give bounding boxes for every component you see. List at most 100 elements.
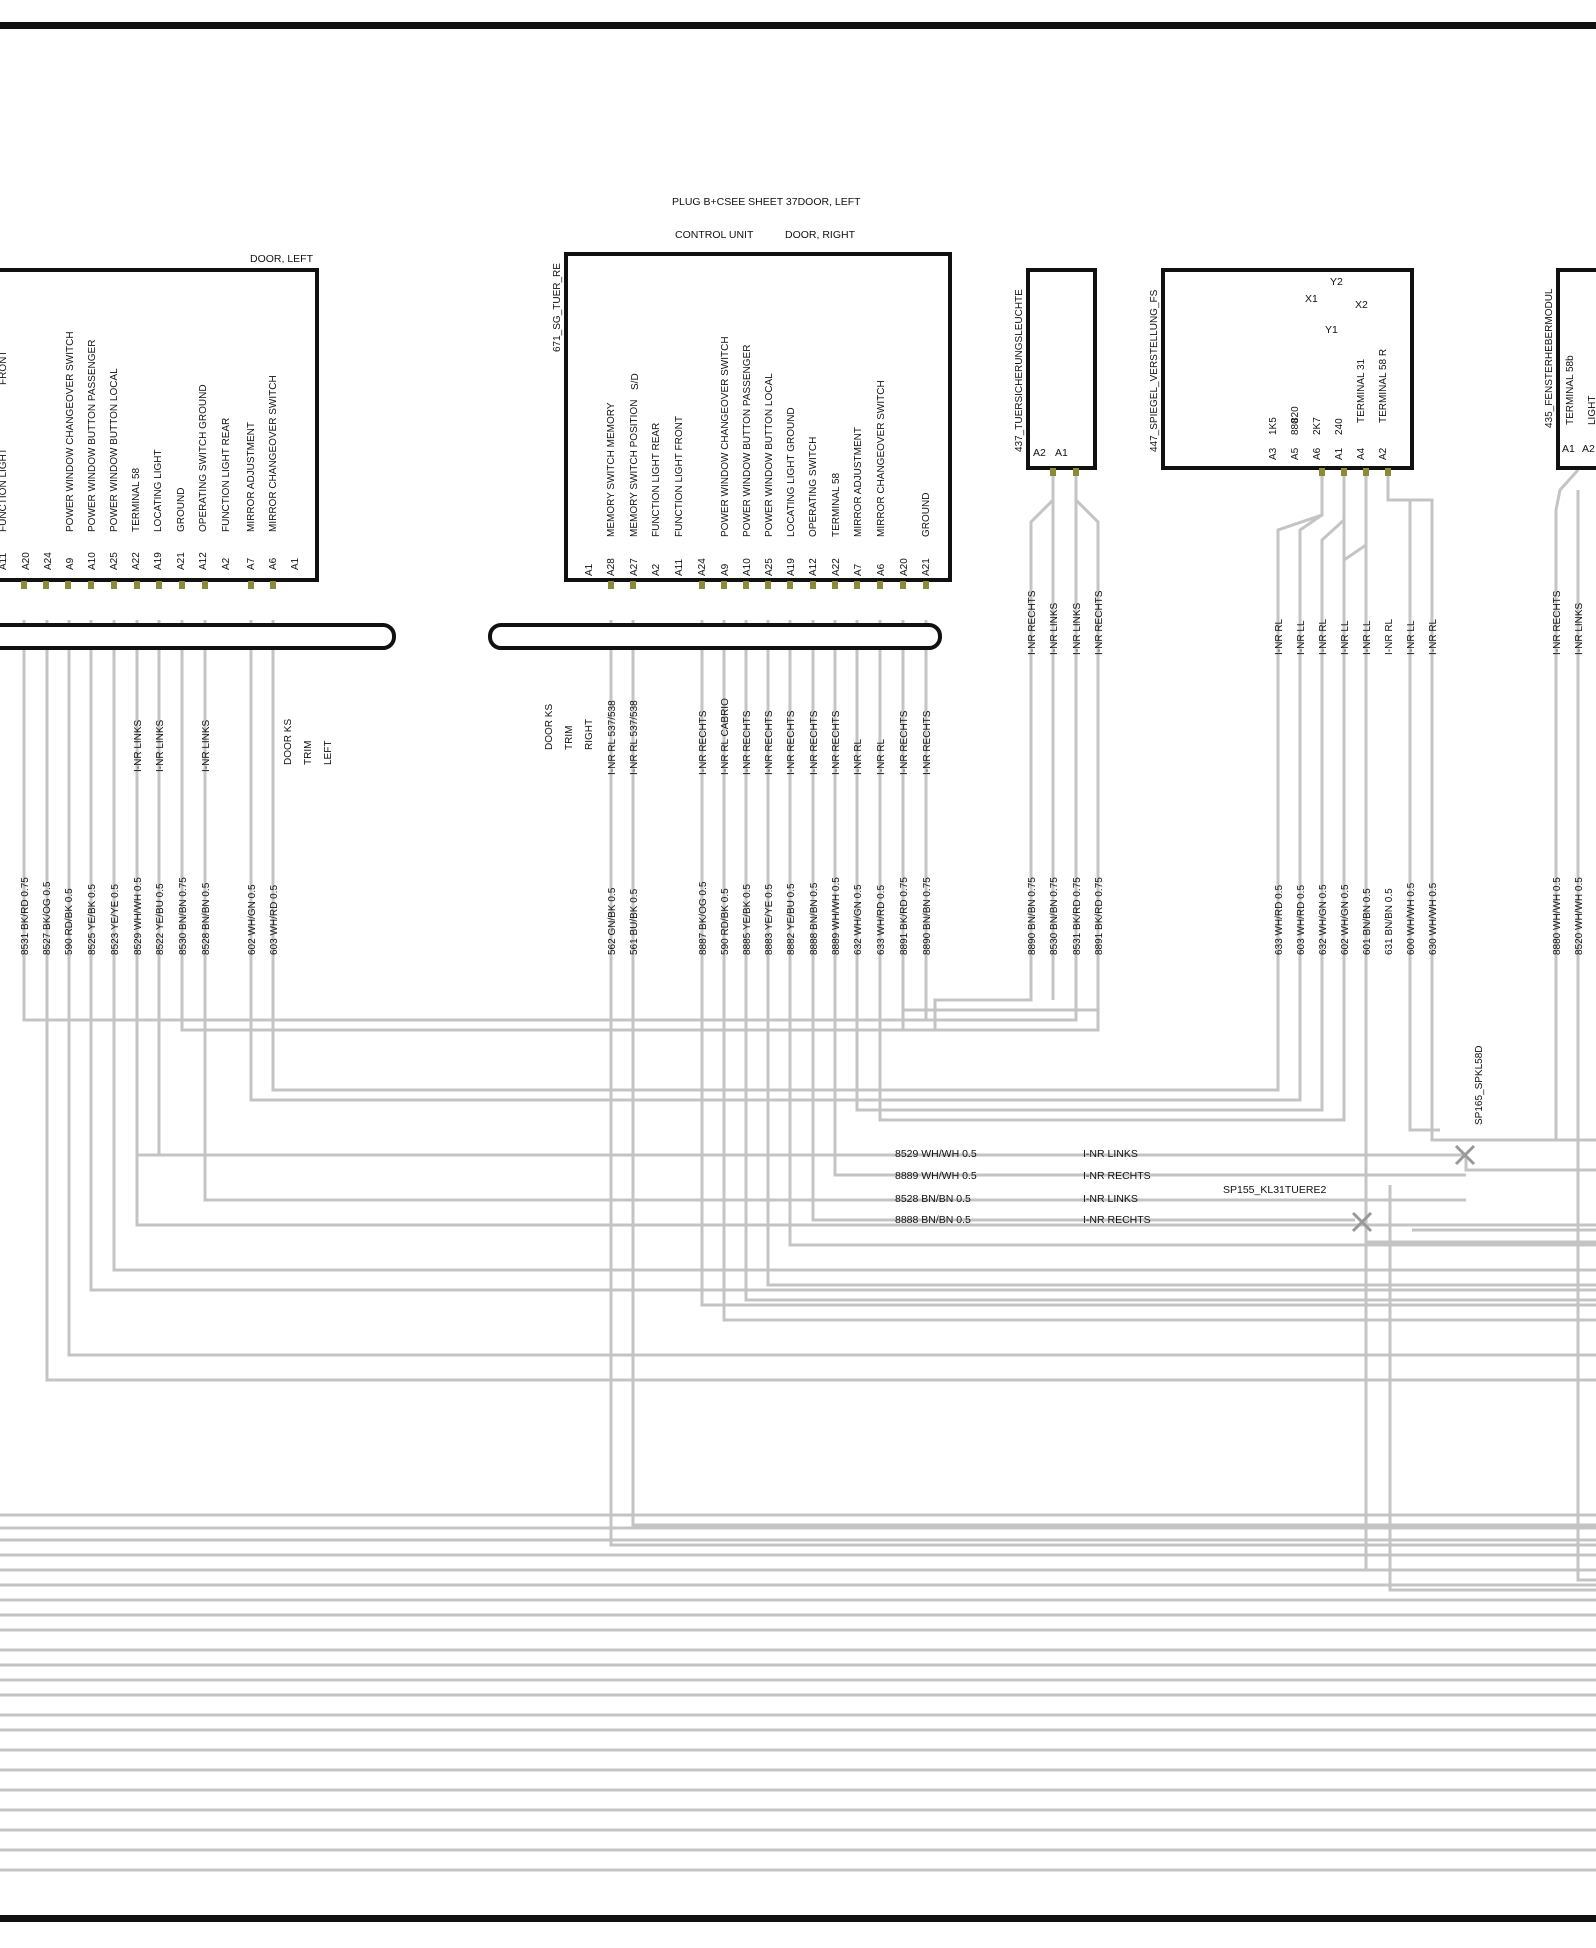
right-pin-A25: A25	[764, 558, 775, 576]
left-pin-label: POWER WINDOW BUTTON LOCAL	[109, 368, 120, 532]
mirror-wire	[1388, 498, 1596, 1142]
left-pin-A20: A20	[21, 552, 32, 570]
wire-label: 8888 BN/BN 0.5	[809, 882, 820, 955]
splice-table-wire: 8888 BN/BN 0.5	[895, 1214, 971, 1226]
route-label: I-NR LL	[1296, 620, 1307, 655]
wire-route	[609, 620, 1596, 1547]
window-module-label: LIGHT	[1587, 396, 1596, 425]
right-pin-A22: A22	[831, 558, 842, 576]
right-pin-A11: A11	[674, 559, 685, 576]
mirror-pin: A6	[1312, 447, 1323, 460]
right-pin-terminal	[877, 581, 883, 589]
mirror-tag: X2	[1355, 299, 1368, 311]
left-pin-A1: A1	[290, 557, 301, 570]
route-label: I-NR RECHTS	[1552, 590, 1563, 655]
left-pin-terminal	[156, 581, 162, 589]
route-label: I-NR LL	[1362, 620, 1373, 655]
wire-label: 601 BN/BN 0.5	[1362, 888, 1373, 955]
splice-sp165-label: SP165_SPKL58D	[1474, 1045, 1485, 1125]
wire-label: 8527 BK/OG 0.5	[42, 881, 53, 955]
right-pin-terminal	[810, 581, 816, 589]
right-pin-terminal	[923, 581, 929, 589]
wire-label: 600 WH/WH 0.5	[1406, 882, 1417, 955]
wire-label: 603 WH/RD 0.5	[269, 885, 280, 955]
wire-label: 8887 BK/OG 0.5	[698, 881, 709, 955]
right-unit-extra: S/D	[630, 373, 641, 390]
mirror-pin-terminal	[1385, 468, 1391, 476]
wire-label: 8522 YE/BU 0.5	[155, 883, 166, 955]
route-label: I-NR LINKS	[1049, 602, 1060, 655]
right-pin-A7: A7	[853, 563, 864, 576]
route-label: I-NR RL	[1384, 618, 1395, 655]
right-pin-A9: A9	[720, 563, 731, 576]
right-unit-name: 671_SG_TUER_RE	[552, 263, 563, 352]
harness-bundle-left	[0, 623, 396, 650]
wire-label: 8530 BN/BN 0.75	[1049, 877, 1060, 955]
splice-table-route: I-NR RECHTS	[1083, 1170, 1151, 1182]
route-label: I-NR RECHTS	[809, 710, 820, 775]
window-module-pin: A2	[1582, 443, 1595, 455]
right-pin-terminal	[699, 581, 705, 589]
right-pin-A28: A28	[606, 558, 617, 576]
right-pin-terminal	[630, 581, 636, 589]
route-label: I-NR LINKS	[155, 719, 166, 772]
right-pin-terminal	[787, 581, 793, 589]
lamp-wire	[180, 476, 1055, 1032]
wire-label: 603 WH/RD 0.5	[1296, 885, 1307, 955]
mirror-pin: A2	[1378, 447, 1389, 460]
left-pin-A7: A7	[246, 557, 257, 570]
right-pin-terminal	[765, 581, 771, 589]
wire-label: 8531 BK/RD 0.75	[20, 877, 31, 955]
lamp-wire	[22, 500, 1078, 1022]
wire-label: 8889 WH/WH 0.5	[831, 877, 842, 955]
right-pin-label: TERMINAL 58	[831, 472, 842, 537]
right-pin-label: MEMORY SWITCH MEMORY	[606, 402, 617, 537]
right-pin-A19: A19	[786, 558, 797, 576]
right-pin-label: FUNCTION LIGHT FRONT	[674, 416, 685, 537]
left-pin-label: MIRROR ADJUSTMENT	[246, 422, 257, 532]
wire-route	[788, 620, 1596, 1247]
right-pin-A21: A21	[921, 558, 932, 576]
left-pin-label: OPERATING SWITCH GROUND	[198, 384, 209, 532]
wire-route	[833, 620, 1466, 1177]
route-label: I-NR RECHTS	[764, 710, 775, 775]
left-pin-label: POWER WINDOW BUTTON PASSENGER	[87, 340, 98, 532]
wire-label: 8529 WH/WH 0.5	[133, 877, 144, 955]
left-pin-terminal	[179, 581, 185, 589]
wire-label: 590 RD/BK 0.5	[64, 888, 75, 955]
right-pin-terminal	[854, 581, 860, 589]
right-pin-A24: A24	[697, 558, 708, 576]
mirror-tag: X1	[1305, 293, 1318, 305]
control-unit-label: CONTROL UNIT	[675, 229, 754, 241]
door-trim-right-note: RIGHT	[584, 719, 595, 750]
left-pin-A25: A25	[109, 552, 120, 570]
window-wire	[1576, 490, 1596, 1582]
window-module-label: TERMINAL 58b	[1565, 355, 1576, 425]
left-pin-terminal	[270, 581, 276, 589]
mirror-pin-label: TERMINAL 58 R	[1378, 349, 1389, 423]
left-pin-A22: A22	[131, 552, 142, 570]
mirror-pin: A5	[1290, 447, 1301, 460]
route-label: I-NR RL 537/538	[607, 700, 618, 775]
left-pin-terminal	[202, 581, 208, 589]
wire-label: 602 WH/GN 0.5	[1340, 884, 1351, 955]
mirror-wire	[1343, 543, 1367, 562]
lamp-pin-terminal	[1073, 468, 1079, 476]
route-label: I-NR LINKS	[1574, 602, 1585, 655]
wire-route	[744, 620, 1596, 1302]
wire-label: 8523 YE/YE 0.5	[110, 884, 121, 955]
mirror-wire	[878, 520, 1346, 1122]
right-pin-A10: A10	[742, 558, 753, 576]
wire-label: 633 WH/RD 0.5	[1274, 885, 1285, 955]
wire-route	[1364, 1225, 1596, 1244]
lamp-pin: A1	[1055, 447, 1068, 459]
left-pin-label: TERMINAL 58	[131, 467, 142, 532]
left-pin-label: LOCATING LIGHT	[153, 449, 164, 532]
route-label: I-NR RECHTS	[899, 710, 910, 775]
door-trim-left-note: TRIM	[303, 741, 314, 765]
wire-label: 590 RD/BK 0.5	[720, 888, 731, 955]
left-pin-terminal	[21, 581, 27, 589]
left-pin-terminal	[134, 581, 140, 589]
wire-label: 562 GN/BK 0.5	[607, 887, 618, 955]
window-module-name: 435_FENSTERHEBERMODUL	[1544, 288, 1555, 428]
